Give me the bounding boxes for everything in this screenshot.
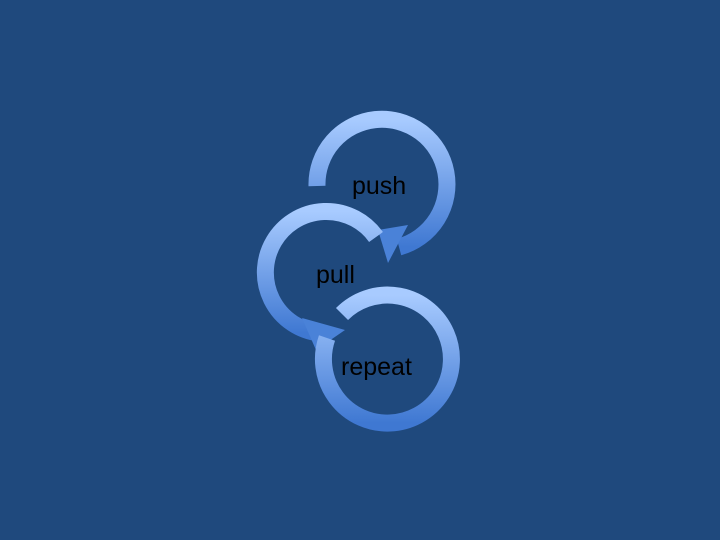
push-arrow-head [378, 225, 408, 263]
push-arrow [308, 110, 456, 263]
step-label-push: push [352, 172, 406, 200]
repeat-arrow-ring [314, 286, 460, 432]
step-label-pull: pull [316, 261, 355, 289]
repeat-arrow [314, 286, 460, 432]
pull-arrow-head [302, 318, 345, 350]
step-label-repeat: repeat [341, 353, 412, 381]
pull-arrow [256, 202, 383, 350]
push-arrow-ring [308, 110, 456, 256]
pull-arrow-ring [256, 202, 383, 342]
